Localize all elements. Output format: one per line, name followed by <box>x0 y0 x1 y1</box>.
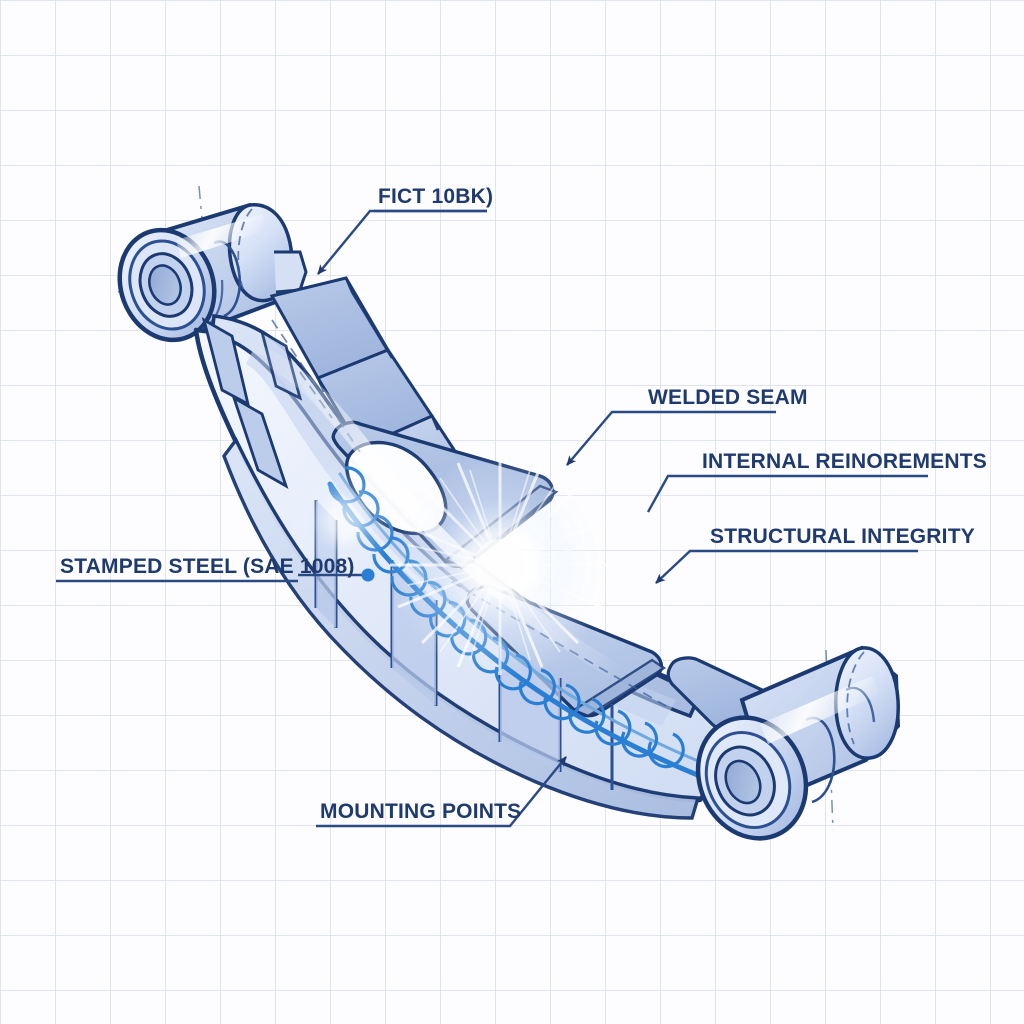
upper-bore <box>148 264 182 306</box>
rail-specular-highlight <box>246 342 700 722</box>
upper-bushing-eye <box>117 202 308 343</box>
callout-label-stamped-steel: STAMPED STEEL (SAE 1008) <box>60 555 355 578</box>
lower-rail <box>222 436 701 820</box>
light-flare-secondary <box>290 466 398 574</box>
light-flare <box>388 453 612 677</box>
callout-label-fict: FICT 10BK) <box>378 185 493 208</box>
callout-label-mounting-points: MOUNTING POINTS <box>320 800 521 823</box>
callout-label-structural-integrity: STRUCTURAL INTEGRITY <box>710 525 975 548</box>
lower-bushing-eye <box>695 645 901 841</box>
leader-welded-seam <box>566 410 644 466</box>
leader-structural-integrity <box>655 549 706 584</box>
control-arm-part <box>117 185 901 841</box>
leader-internal-reinforcements <box>646 474 698 513</box>
callout-label-welded-seam: WELDED SEAM <box>648 386 808 409</box>
callout-underlines <box>56 209 928 828</box>
leader-mounting-points <box>486 756 567 828</box>
lower-bore <box>724 759 762 805</box>
callout-label-internal-reinforcements: INTERNAL REINOREMENTS <box>702 450 987 473</box>
leader-dot-stamped-steel <box>361 568 375 582</box>
callout-labels: FICT 10BK) WELDED SEAM INTERNAL REINOREM… <box>60 185 987 823</box>
